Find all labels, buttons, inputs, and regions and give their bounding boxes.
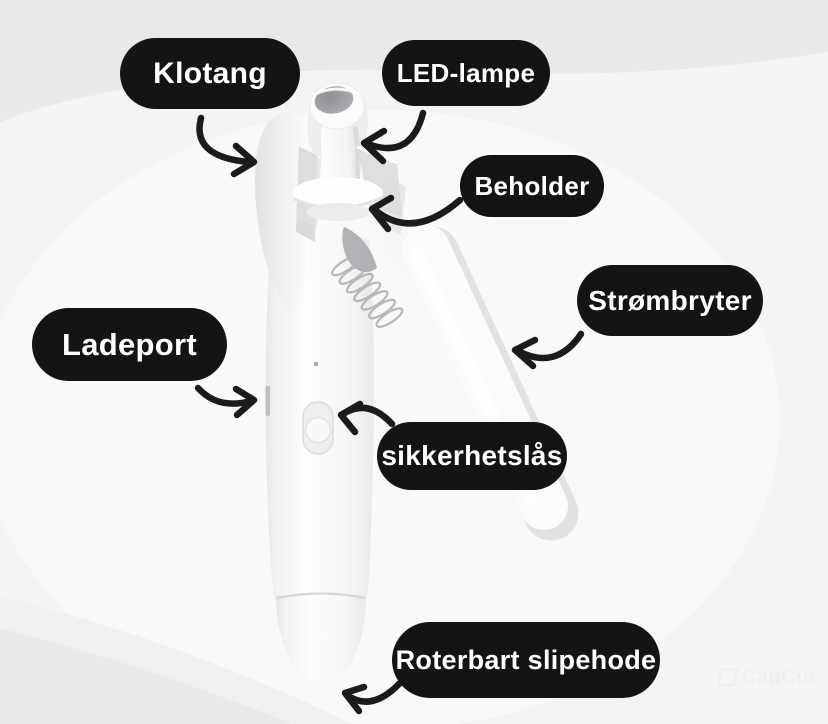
label-sikkerhetslas-text: sikkerhetslås [381, 440, 563, 471]
arrow-sikkerhetslas [337, 400, 396, 436]
arrow-head [337, 400, 364, 436]
background-bottom-wedge [0, 628, 292, 724]
label-roterbart-slipehode: Roterbart slipehode [392, 622, 660, 698]
indicator-dot [313, 361, 319, 367]
arrow-head [511, 336, 539, 370]
collar-body-shadow [306, 203, 370, 221]
safety-lock-switch [302, 401, 334, 455]
cap-seam-line [276, 592, 366, 600]
clipper-blade [255, 111, 307, 313]
label-sikkerhetslas: sikkerhetslås [377, 422, 567, 490]
capcut-watermark: CapCut [715, 666, 817, 689]
label-led-lampe: LED-lampe [382, 40, 550, 106]
charging-port-slot [265, 386, 270, 416]
label-klotang: Klotang [120, 38, 300, 109]
arrow-curve [371, 196, 464, 227]
arrow-curve [196, 114, 253, 166]
arrow-ladeport [194, 384, 258, 419]
arrow-strombryter [511, 330, 585, 370]
spring-coil [338, 264, 367, 285]
label-led-lampe-text: LED-lampe [396, 57, 536, 88]
arrow-beholder [368, 194, 464, 233]
arrow-head [230, 142, 258, 178]
spring [330, 255, 404, 328]
arrow-curve [514, 330, 585, 362]
capcut-logo-icon [715, 668, 740, 687]
arrow-roterbart-slipehode [341, 678, 405, 715]
arrow-curve [194, 384, 255, 407]
rotating-grinder-head-cap [276, 592, 366, 683]
label-klotang-text: Klotang [153, 56, 267, 90]
background-glow [0, 110, 780, 724]
spring-coil [360, 290, 389, 311]
switch-button [304, 416, 332, 444]
spring-coil [375, 307, 404, 328]
label-beholder: Beholder [460, 155, 604, 217]
arrow-head [341, 683, 368, 715]
label-strombryter-text: Strømbryter [588, 284, 752, 316]
spring-coil [353, 281, 382, 303]
spring-coil [330, 255, 360, 277]
spring-coil [345, 272, 374, 294]
arrow-curve [364, 109, 427, 152]
led-lens [314, 86, 354, 114]
arrow-head [360, 127, 388, 165]
arrow-head [368, 194, 395, 233]
label-beholder-text: Beholder [474, 170, 590, 201]
annotation-arrows [194, 109, 585, 715]
label-ladeport: Ladeport [32, 308, 227, 381]
label-strombryter: Strømbryter [577, 265, 763, 336]
arrow-head [232, 385, 258, 419]
spring-coil [367, 298, 397, 320]
dome-highlight [312, 87, 362, 97]
hinge-shadow [342, 227, 377, 273]
label-roterbart-slipehode-text: Roterbart slipehode [395, 644, 657, 675]
label-ladeport-text: Ladeport [61, 326, 197, 362]
arrow-led-lampe [360, 109, 427, 165]
collar-ring [293, 177, 383, 209]
arrow-klotang [196, 114, 258, 178]
capcut-watermark-text: CapCut [742, 666, 817, 688]
